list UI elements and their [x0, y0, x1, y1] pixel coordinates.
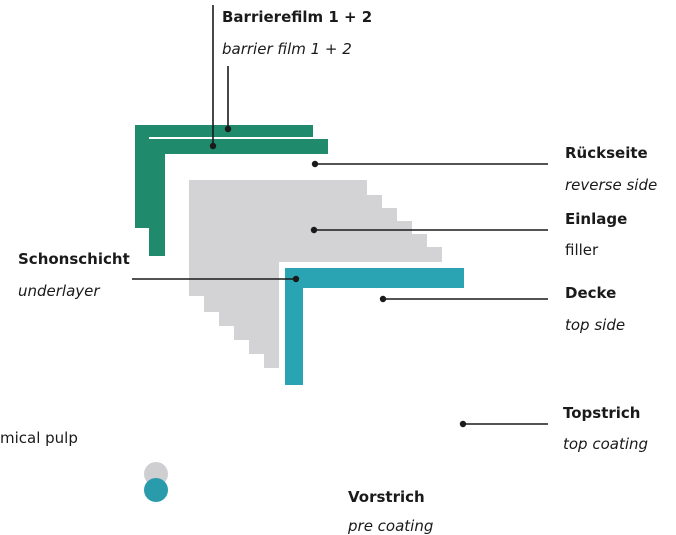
leader-dots — [209, 125, 467, 428]
filler-dot — [310, 226, 318, 234]
barrier-dot-1 — [209, 142, 217, 150]
underlayer-dot — [292, 275, 300, 283]
filler-layers — [189, 180, 442, 368]
filler-layer-3 — [219, 208, 397, 326]
filler-label-en: filler — [565, 241, 599, 259]
top-coating-label-en: top coating — [563, 435, 649, 453]
leader-lines — [132, 5, 548, 425]
top-side-layer — [285, 268, 464, 385]
barrier-dot-2 — [224, 125, 232, 133]
filler-layer-4 — [234, 221, 412, 340]
top-side-label-de: Decke — [565, 284, 617, 302]
reverse-side-dot — [311, 160, 319, 168]
barrier-film-2 — [149, 139, 328, 256]
underlayer-label-de: Schonschicht — [18, 250, 130, 268]
reverse-side-label-en: reverse side — [565, 176, 658, 194]
barrier-film-label-en: barrier film 1 + 2 — [222, 40, 352, 58]
top-coating-label-de: Topstrich — [563, 404, 641, 422]
top-side-dot — [379, 295, 387, 303]
filler-layer-2 — [204, 195, 382, 312]
barrier-film-1 — [135, 125, 313, 228]
filler-layer-1 — [189, 180, 367, 296]
reverse-side-label-de: Rückseite — [565, 144, 648, 162]
filler-label-de: Einlage — [565, 210, 628, 228]
filler-layer-6 — [264, 247, 442, 368]
chemical-pulp-label: mical pulp — [0, 429, 78, 447]
pre-coating-label-en: pre coating — [348, 517, 434, 535]
filler-layer-5 — [249, 234, 427, 354]
top-side-label-en: top side — [565, 316, 626, 334]
top-coating-dot — [459, 420, 467, 428]
underlayer-label-en: underlayer — [18, 282, 100, 300]
barrier-film-label-de: Barrierefilm 1 + 2 — [222, 8, 373, 26]
barrier-film-layers — [135, 125, 328, 256]
legend-teal-dot — [144, 478, 168, 502]
pre-coating-label-de: Vorstrich — [348, 488, 425, 506]
